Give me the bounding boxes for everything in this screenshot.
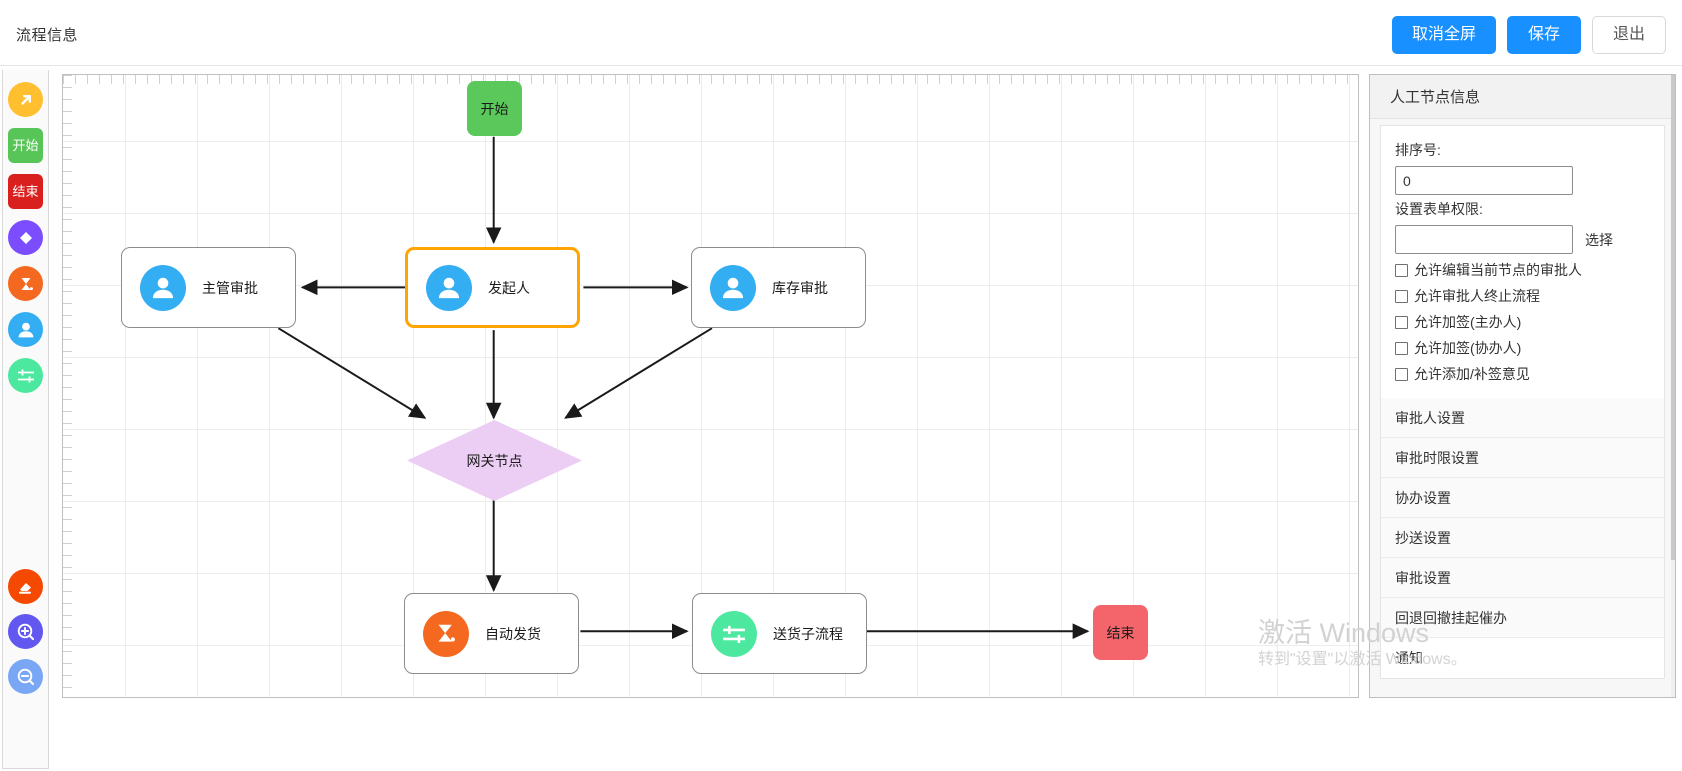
- collapse-item-rollback-settings[interactable]: 回退回撤挂起催办: [1381, 598, 1664, 638]
- person-icon: [15, 319, 37, 341]
- flow-node-start-label: 开始: [480, 100, 509, 117]
- checkbox-countersign-owner[interactable]: [1395, 315, 1408, 329]
- checkbox-row-countersign-owner[interactable]: 允许加签(主办人): [1395, 312, 1650, 332]
- flow-node-delivery-subprocess[interactable]: 送货子流程: [692, 593, 867, 674]
- checkbox-add-comment[interactable]: [1395, 367, 1408, 381]
- flow-node-end-label: 结束: [1106, 624, 1135, 641]
- checkbox-row-edit-approver[interactable]: 允许编辑当前节点的审批人: [1395, 260, 1650, 280]
- node-basic-settings: 排序号: 设置表单权限: 选择 允许编辑当前节点的审批人 允许审批人终止流程: [1380, 125, 1665, 398]
- checkbox-row-countersign-assistant[interactable]: 允许加签(协办人): [1395, 338, 1650, 358]
- person-icon: [710, 264, 756, 311]
- user-task-node-tool[interactable]: [8, 312, 43, 347]
- collapse-item-approval-settings[interactable]: 审批设置: [1381, 558, 1664, 598]
- form-permission-label: 设置表单权限:: [1395, 201, 1483, 217]
- zoom-out-tool[interactable]: [8, 659, 43, 694]
- collapse-item-cc-settings[interactable]: 抄送设置: [1381, 518, 1664, 558]
- flow-node-gateway-label: 网关节点: [466, 452, 523, 469]
- hourglass-icon: [16, 274, 36, 294]
- checkbox-row-terminate-process[interactable]: 允许审批人终止流程: [1395, 286, 1650, 306]
- gateway-node-tool[interactable]: [8, 220, 43, 255]
- form-permission-select-link[interactable]: 选择: [1585, 231, 1613, 248]
- sliders-icon: [15, 365, 37, 387]
- ruler-top: [63, 75, 1358, 84]
- collapse-item-assist-settings[interactable]: 协办设置: [1381, 478, 1664, 518]
- zoom-in-tool[interactable]: [8, 614, 43, 649]
- form-permission-row: 选择: [1395, 225, 1650, 254]
- checkbox-add-comment-label: 允许添加/补签意见: [1414, 366, 1530, 382]
- settings-collapse-list: 审批人设置 审批时限设置 协办设置 抄送设置 审批设置 回退回撤挂起催办 通知: [1380, 398, 1665, 679]
- start-node-tool-label: 开始: [12, 138, 39, 153]
- collapse-item-approver-settings[interactable]: 审批人设置: [1381, 398, 1664, 438]
- left-toolbar: 开始 结束: [2, 70, 49, 769]
- checkbox-countersign-assistant-label: 允许加签(协办人): [1414, 340, 1522, 356]
- save-button[interactable]: 保存: [1507, 15, 1581, 54]
- zoom-in-icon: [15, 621, 37, 643]
- flow-node-end[interactable]: 结束: [1093, 605, 1148, 660]
- flow-canvas[interactable]: 开始 主管审批 发起人: [62, 74, 1359, 698]
- sort-order-input[interactable]: [1395, 166, 1573, 195]
- hourglass-icon: [423, 610, 469, 657]
- checkbox-countersign-owner-label: 允许加签(主办人): [1414, 314, 1522, 330]
- checkbox-edit-approver[interactable]: [1395, 263, 1408, 277]
- flow-node-manager-approval-label: 主管审批: [202, 279, 258, 296]
- flow-node-initiator[interactable]: 发起人: [405, 247, 580, 328]
- start-node-tool[interactable]: 开始: [8, 128, 43, 163]
- sort-order-label: 排序号:: [1395, 142, 1441, 158]
- form-permission-input[interactable]: [1395, 225, 1573, 254]
- panel-scrollbar[interactable]: [1671, 75, 1675, 697]
- flow-node-manager-approval[interactable]: 主管审批: [121, 247, 296, 328]
- sliders-icon: [711, 610, 757, 657]
- flow-node-initiator-label: 发起人: [488, 279, 530, 296]
- flow-node-delivery-subprocess-label: 送货子流程: [773, 625, 843, 642]
- ruler-left: [63, 75, 72, 697]
- properties-panel-title: 人工节点信息: [1370, 75, 1675, 119]
- flow-node-auto-shipment-label: 自动发货: [485, 625, 541, 642]
- top-bar: 流程信息 取消全屏 保存 退出: [0, 4, 1682, 66]
- checkbox-countersign-assistant[interactable]: [1395, 341, 1408, 355]
- checkbox-terminate-process[interactable]: [1395, 289, 1408, 303]
- end-node-tool[interactable]: 结束: [8, 174, 43, 209]
- collapse-item-approval-deadline-settings[interactable]: 审批时限设置: [1381, 438, 1664, 478]
- eraser-icon: [15, 576, 37, 598]
- zoom-out-icon: [15, 666, 37, 688]
- flow-node-stock-approval-label: 库存审批: [772, 279, 828, 296]
- exit-button[interactable]: 退出: [1592, 15, 1666, 54]
- arrow-up-right-icon: [16, 90, 36, 110]
- properties-panel-body: 排序号: 设置表单权限: 选择 允许编辑当前节点的审批人 允许审批人终止流程: [1370, 119, 1675, 697]
- person-icon: [140, 264, 186, 311]
- checkbox-edit-approver-label: 允许编辑当前节点的审批人: [1414, 262, 1582, 278]
- checkbox-row-add-comment[interactable]: 允许添加/补签意见: [1395, 364, 1650, 384]
- cancel-fullscreen-button[interactable]: 取消全屏: [1391, 15, 1496, 54]
- checkbox-terminate-process-label: 允许审批人终止流程: [1414, 288, 1540, 304]
- eraser-tool[interactable]: [8, 569, 43, 604]
- left-toolbar-top-group: 开始 结束: [8, 70, 43, 393]
- end-node-tool-label: 结束: [12, 184, 39, 199]
- flow-node-start[interactable]: 开始: [467, 81, 522, 136]
- top-bar-actions: 取消全屏 保存 退出: [1391, 15, 1666, 54]
- diamond-icon: [16, 228, 36, 248]
- left-toolbar-bottom-group: [8, 569, 43, 768]
- page-title: 流程信息: [16, 27, 79, 44]
- flow-edges: [277, 136, 1090, 639]
- person-icon: [426, 264, 472, 311]
- subprocess-node-tool[interactable]: [8, 358, 43, 393]
- collapse-item-notification-settings[interactable]: 通知: [1381, 638, 1664, 678]
- flow-node-auto-shipment[interactable]: 自动发货: [404, 593, 579, 674]
- properties-panel: 人工节点信息 排序号: 设置表单权限: 选择 允许编辑当前节点的审批人 允许审批…: [1369, 74, 1676, 698]
- flow-node-stock-approval[interactable]: 库存审批: [691, 247, 866, 328]
- connector-arrow-tool[interactable]: [8, 82, 43, 117]
- auto-task-node-tool[interactable]: [8, 266, 43, 301]
